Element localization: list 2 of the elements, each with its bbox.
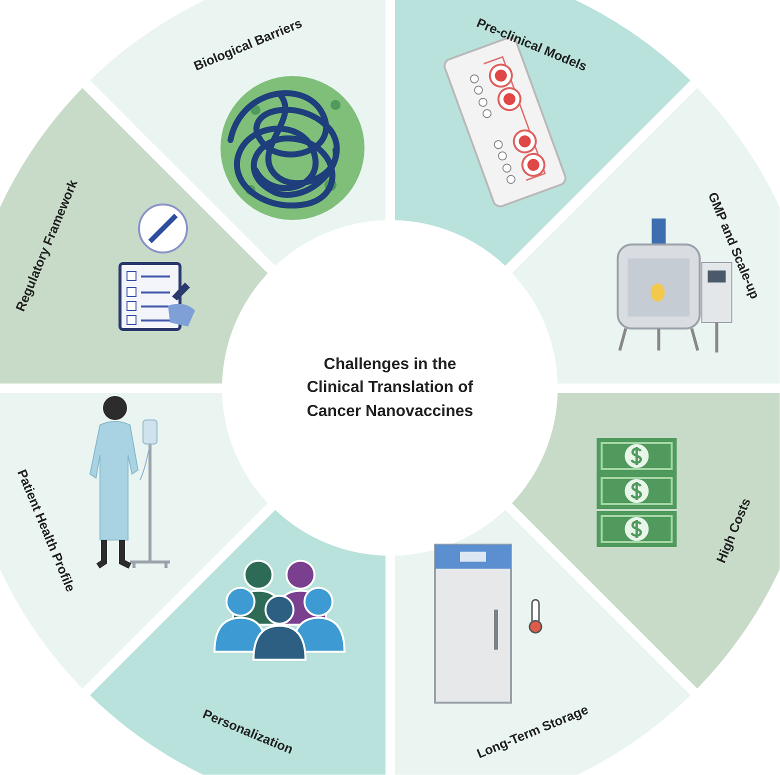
center-title: Challenges in the Clinical Translation of Cancer Nanovaccines [306, 355, 474, 422]
segment-label: High Costs [713, 496, 754, 565]
